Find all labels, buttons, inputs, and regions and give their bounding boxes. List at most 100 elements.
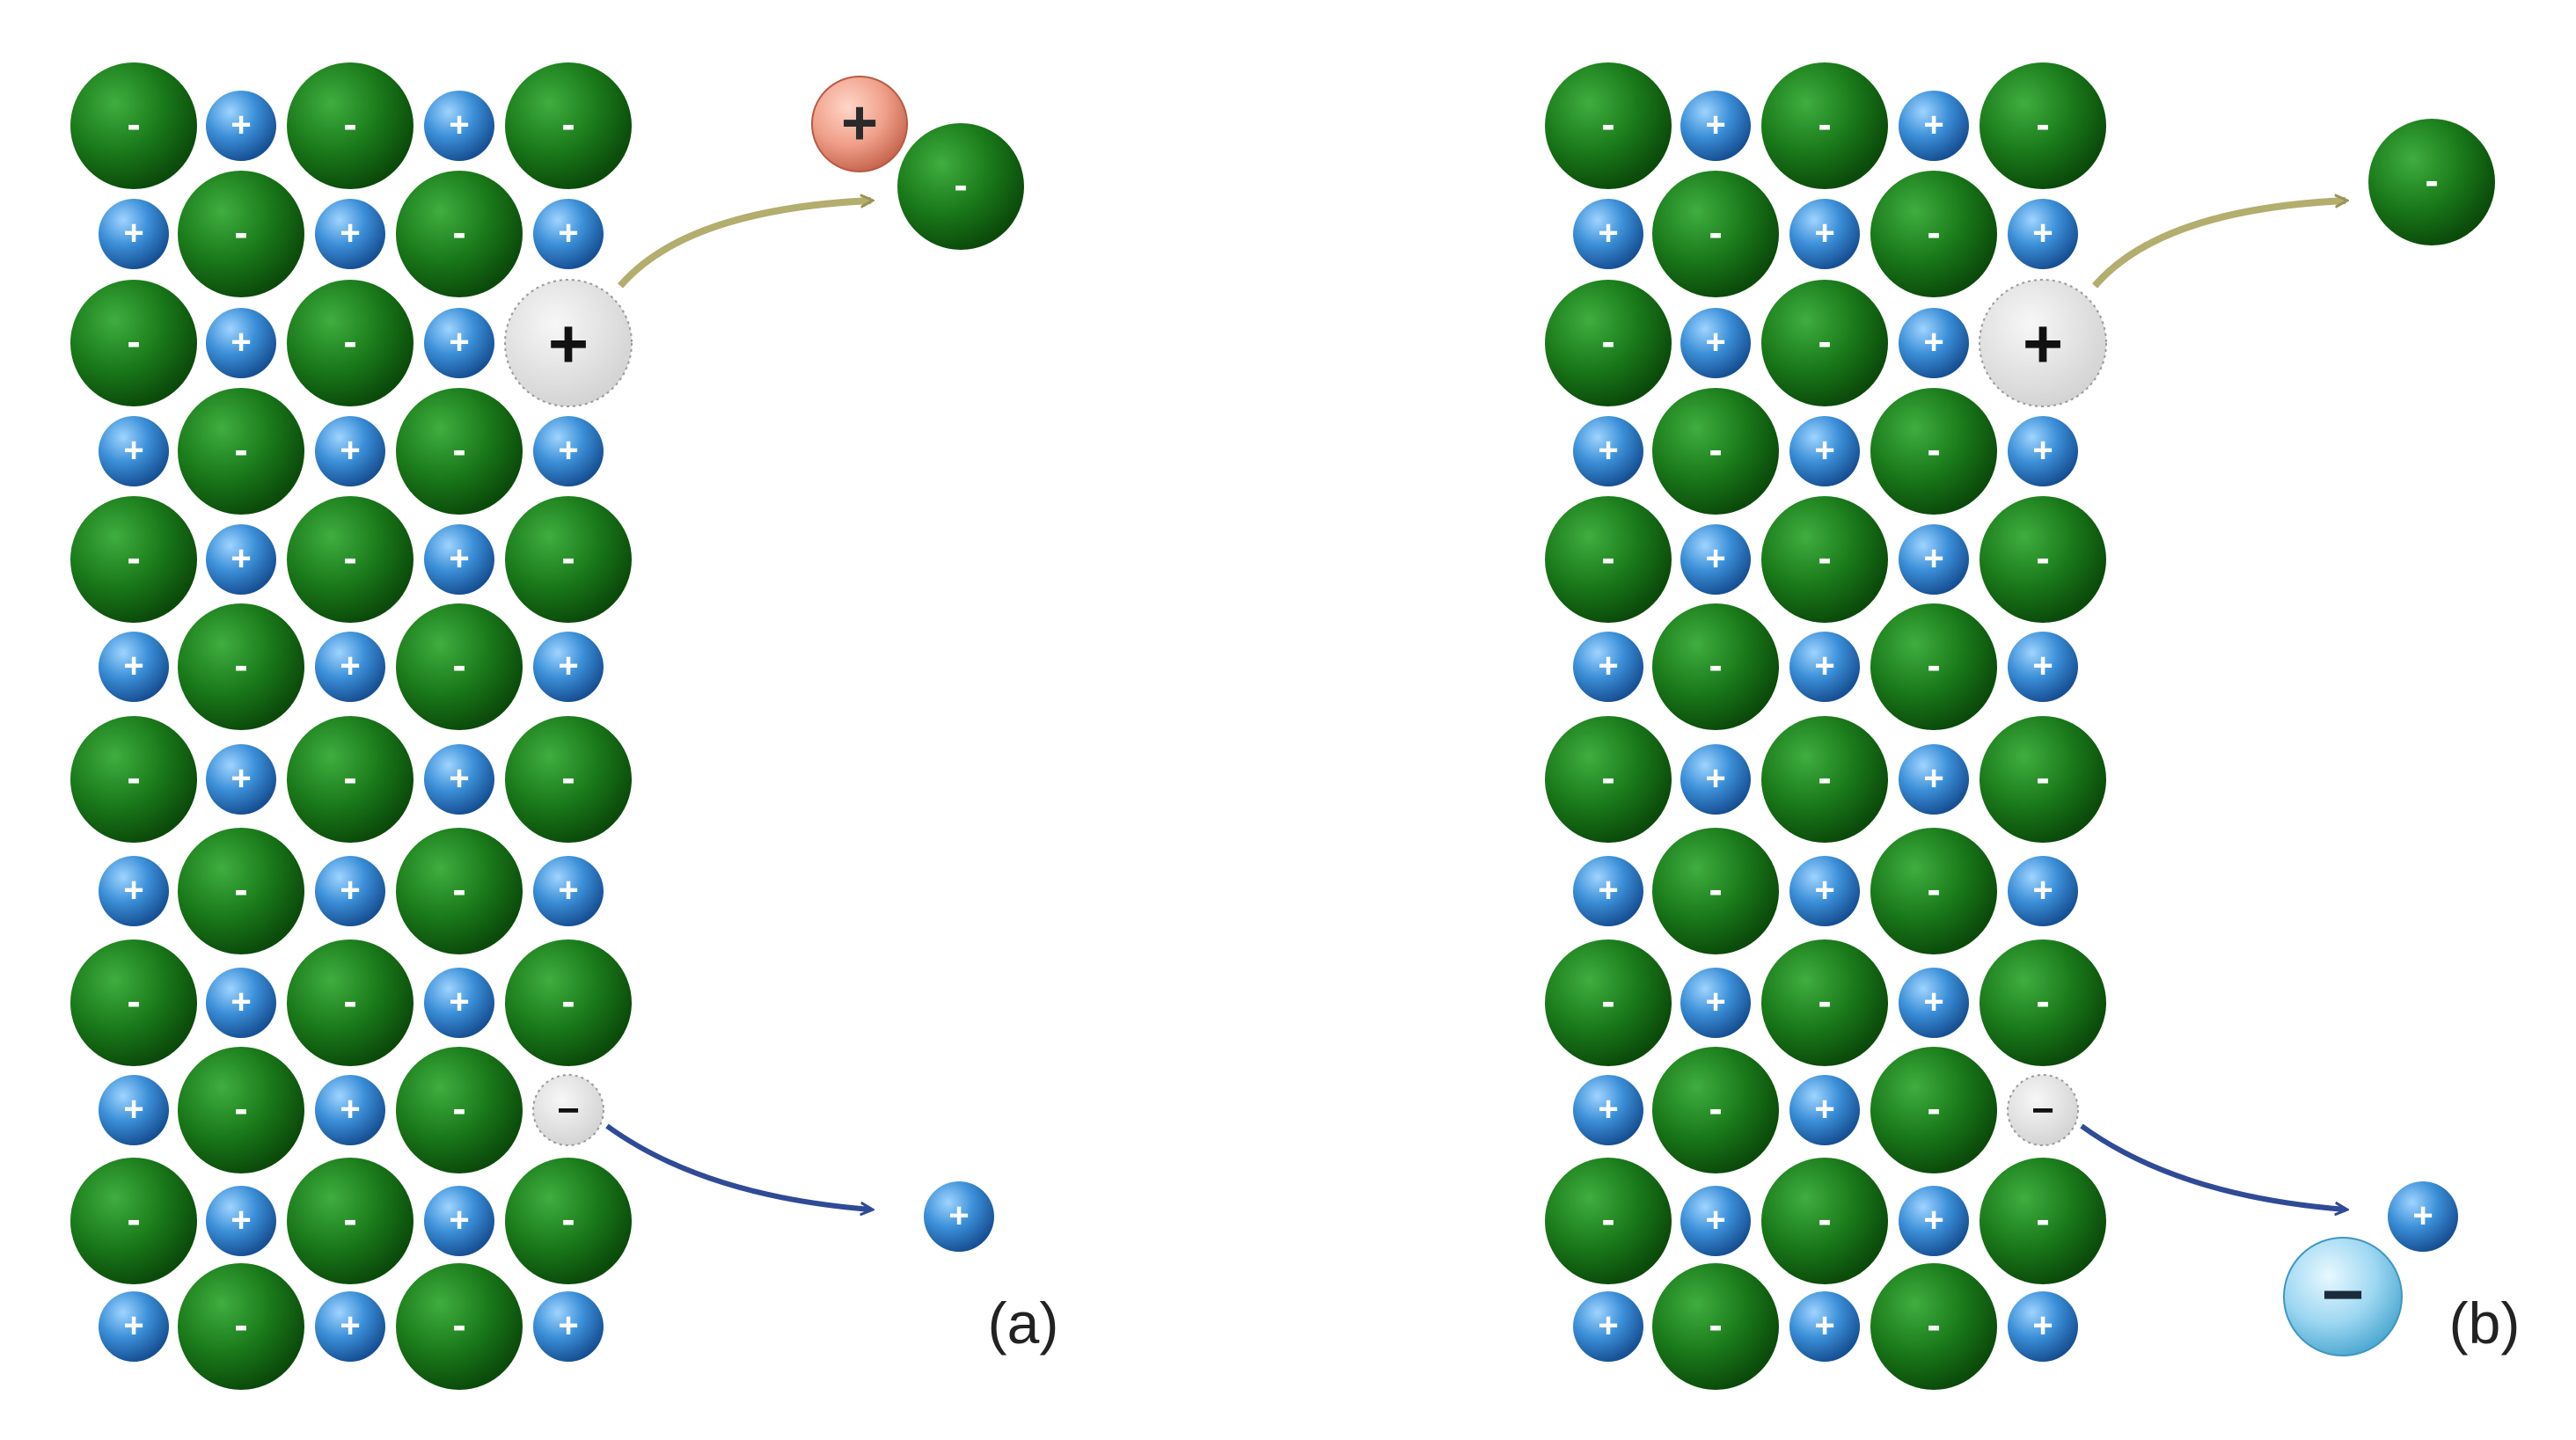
svg-text:+: +: [1814, 214, 1834, 252]
cation-sphere: +: [1789, 632, 1860, 702]
anion-sphere: -: [1761, 1158, 1888, 1284]
cation-sphere: +: [533, 199, 604, 269]
cation-sphere: +: [533, 1291, 604, 1362]
cation-sphere: +: [315, 632, 385, 702]
anion-sphere: -: [70, 496, 197, 623]
svg-text:+: +: [231, 539, 251, 578]
panel-label-a: (a): [988, 1290, 1059, 1356]
svg-text:-: -: [561, 535, 574, 581]
cation-sphere: +: [424, 1186, 494, 1256]
cation-sphere: +: [1899, 91, 1969, 161]
svg-text:+: +: [449, 323, 469, 362]
anion-sphere: -: [505, 62, 632, 189]
svg-text:+: +: [340, 1306, 360, 1345]
cation-sphere: +: [206, 91, 276, 161]
svg-text:+: +: [340, 647, 360, 685]
anion-sphere: -: [287, 62, 413, 189]
svg-text:+: +: [1598, 871, 1618, 910]
svg-text:-: -: [1818, 101, 1831, 147]
anion-sphere: -: [1545, 62, 1672, 189]
cation-sphere: +: [424, 968, 494, 1038]
svg-text:+: +: [2023, 303, 2063, 382]
svg-text:+: +: [123, 1306, 143, 1345]
svg-text:+: +: [449, 106, 469, 144]
svg-text:+: +: [1598, 647, 1618, 685]
anion-sphere: -: [178, 171, 304, 297]
anion-sphere: -: [1761, 716, 1888, 843]
cation-sphere: +: [1789, 1291, 1860, 1362]
cation-sphere: +: [206, 968, 276, 1038]
svg-text:+: +: [123, 871, 143, 910]
svg-text:+: +: [1705, 1201, 1725, 1239]
anion-sphere: -: [1870, 1047, 1997, 1173]
cation-sphere: +: [2008, 199, 2078, 269]
anion-sphere: -: [70, 62, 197, 189]
svg-text:-: -: [1601, 318, 1614, 364]
svg-text:−: −: [557, 1089, 580, 1132]
cation-sphere: +: [2008, 632, 2078, 702]
svg-text:+: +: [1814, 431, 1834, 470]
svg-text:-: -: [2036, 535, 2049, 581]
anion-sphere: -: [1870, 1263, 1997, 1390]
anion-sphere: -: [70, 280, 197, 406]
cation-sphere: +: [1899, 1186, 1969, 1256]
svg-text:-: -: [234, 427, 247, 472]
svg-text:-: -: [954, 162, 967, 208]
anion-sphere: -: [396, 1047, 523, 1173]
anion-sphere: -: [1652, 603, 1779, 730]
cation-sphere: +: [1573, 856, 1643, 926]
svg-text:+: +: [841, 88, 878, 158]
svg-text:-: -: [1927, 642, 1940, 688]
anion-sphere: -: [1545, 1158, 1672, 1284]
svg-text:+: +: [2032, 647, 2053, 685]
svg-text:+: +: [123, 214, 143, 252]
svg-text:-: -: [1709, 209, 1722, 255]
svg-text:-: -: [234, 866, 247, 912]
anion-sphere: -: [396, 171, 523, 297]
svg-text:+: +: [231, 106, 251, 144]
svg-text:+: +: [1705, 106, 1725, 144]
svg-text:-: -: [1601, 535, 1614, 581]
interstitial-cation: +: [811, 76, 908, 172]
svg-text:-: -: [452, 209, 465, 255]
svg-text:-: -: [1818, 535, 1831, 581]
anion-sphere: -: [1980, 716, 2106, 843]
svg-text:-: -: [127, 978, 140, 1024]
cation-sphere: +: [206, 1186, 276, 1256]
svg-text:-: -: [1709, 427, 1722, 472]
svg-text:-: -: [561, 978, 574, 1024]
anion-sphere: -: [1652, 828, 1779, 954]
svg-text:-: -: [452, 1085, 465, 1131]
cation-sphere: +: [315, 1075, 385, 1145]
svg-text:+: +: [1814, 871, 1834, 910]
cation-sphere: +: [1680, 1186, 1751, 1256]
anion-sphere: -: [1545, 716, 1672, 843]
cation-sphere: +: [315, 1291, 385, 1362]
displaced-anion: -: [2368, 119, 2495, 245]
svg-text:-: -: [234, 209, 247, 255]
cation-sphere: +: [315, 199, 385, 269]
svg-text:+: +: [1923, 759, 1943, 798]
anion-vacancy: −: [532, 1074, 604, 1146]
svg-text:-: -: [127, 101, 140, 147]
anion-sphere: -: [1652, 171, 1779, 297]
svg-text:+: +: [948, 1196, 969, 1235]
svg-text:+: +: [558, 214, 578, 252]
svg-text:-: -: [1601, 978, 1614, 1024]
svg-text:+: +: [558, 1306, 578, 1345]
anion-sphere: -: [1980, 496, 2106, 623]
anion-sphere: -: [396, 1263, 523, 1390]
svg-text:-: -: [234, 1085, 247, 1131]
svg-text:+: +: [1923, 983, 1943, 1021]
cation-sphere: +: [99, 199, 169, 269]
anion-sphere: -: [178, 1263, 304, 1390]
svg-text:+: +: [1923, 539, 1943, 578]
svg-text:-: -: [1818, 318, 1831, 364]
displacement-arrow-top: [2091, 201, 2345, 289]
anion-sphere: -: [287, 496, 413, 623]
svg-text:-: -: [343, 101, 356, 147]
svg-text:-: -: [1927, 209, 1940, 255]
anion-sphere: -: [1652, 1263, 1779, 1390]
svg-text:+: +: [558, 871, 578, 910]
